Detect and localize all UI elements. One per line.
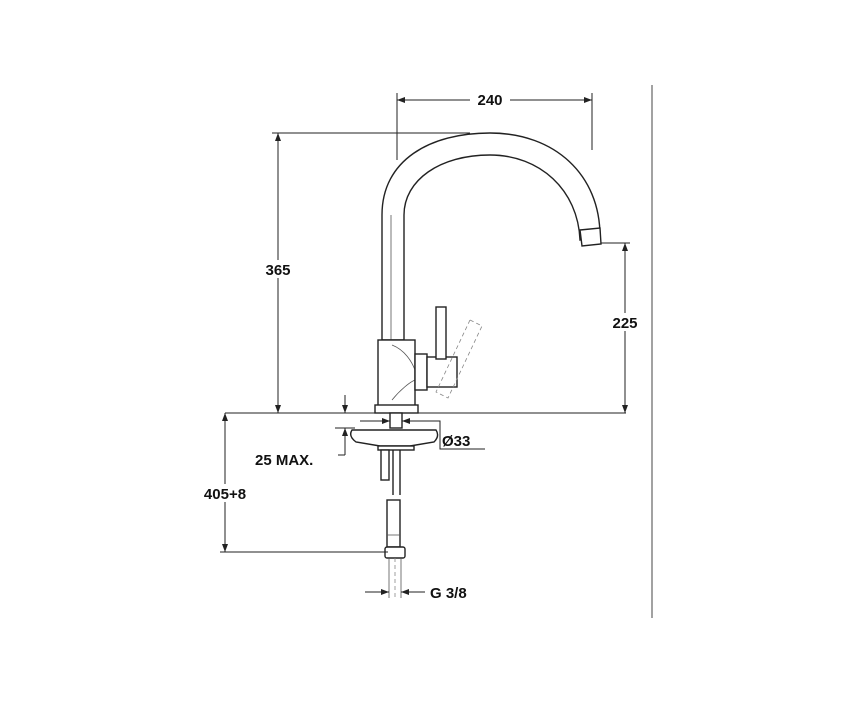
faucet-body <box>374 339 458 414</box>
dimension-thread-label: G 3/8 <box>430 585 467 602</box>
dimension-25-max-label: 25 MAX. <box>255 452 313 469</box>
mounting-kit <box>349 412 439 495</box>
dimension-diameter-33: Ø33 <box>360 418 485 450</box>
dimension-405-label: 405+8 <box>204 486 246 503</box>
dimension-25-max: 25 MAX. <box>255 395 355 469</box>
dimension-diameter-33-label: Ø33 <box>442 433 470 450</box>
faucet-lever <box>435 306 483 399</box>
dimension-thread: G 3/8 <box>365 585 467 602</box>
dimension-240: 240 <box>396 90 593 160</box>
dimension-225: 225 <box>598 242 645 413</box>
dimension-405: 405+8 <box>195 413 388 553</box>
supply-hose <box>384 499 406 598</box>
faucet-spout <box>381 132 602 341</box>
dimension-225-label: 225 <box>612 315 637 332</box>
dimension-365-label: 365 <box>265 262 290 279</box>
dimension-365: 365 <box>258 132 470 413</box>
dimension-240-label: 240 <box>477 92 502 109</box>
